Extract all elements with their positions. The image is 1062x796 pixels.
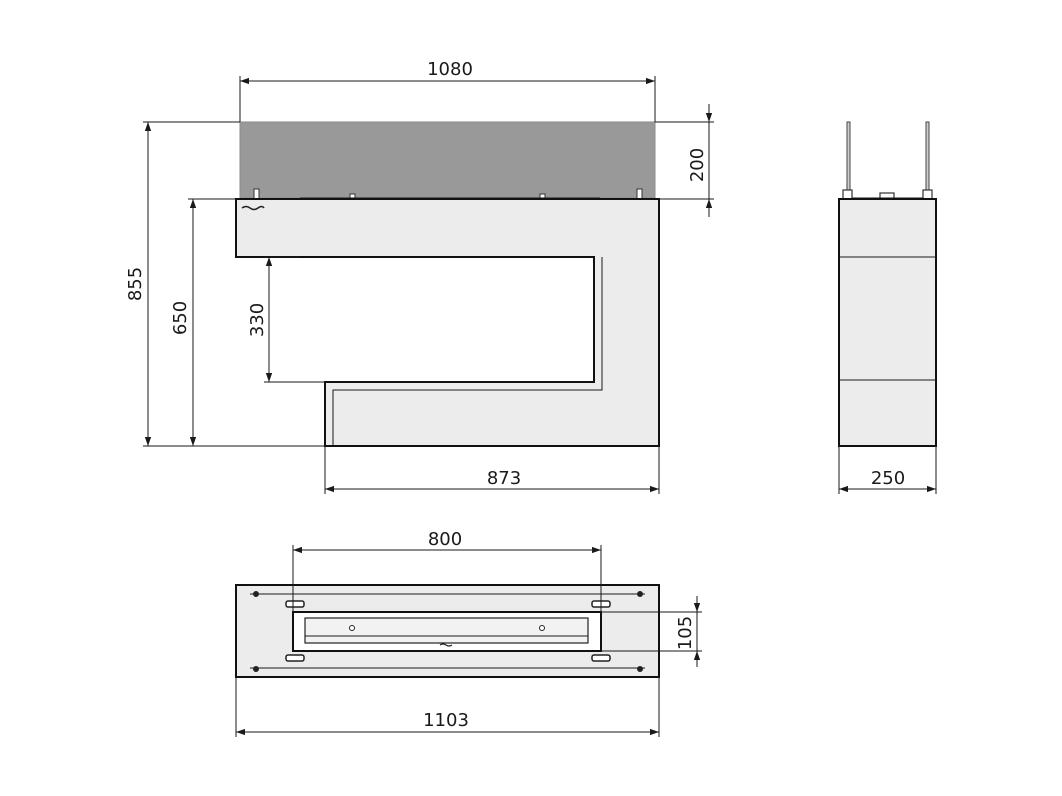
glass-edge-left — [846, 121, 851, 193]
logo-mark — [241, 205, 265, 211]
side-body — [838, 198, 937, 447]
dim-burner-width: 105 — [675, 616, 696, 650]
front-view: 1080 855 650 330 200 873 — [125, 59, 714, 494]
dim-opening-height: 330 — [247, 303, 268, 337]
glass-holder-right — [636, 188, 643, 200]
dim-depth: 250 — [871, 468, 905, 489]
dim-overall-width: 1080 — [427, 59, 473, 80]
glass-panel — [239, 121, 656, 199]
glass-clip-right — [539, 193, 546, 199]
body-inner-line — [332, 257, 603, 446]
dim-burner-length: 800 — [428, 529, 462, 550]
glass-clip-left — [349, 193, 356, 199]
dim-body-height: 650 — [170, 301, 191, 335]
glass-holder-left — [253, 188, 260, 200]
glass-edge-right — [925, 121, 930, 193]
burner-logo-mark — [439, 643, 453, 647]
dim-overall-length: 1103 — [423, 710, 469, 731]
dim-overall-height: 855 — [125, 267, 146, 301]
side-view: 250 — [838, 121, 937, 494]
dim-base-width: 873 — [487, 468, 521, 489]
top-view: 800 105 1103 — [235, 529, 702, 737]
fireplace-body — [235, 198, 660, 447]
burner-tray — [304, 617, 589, 644]
dim-glass-height: 200 — [687, 148, 708, 182]
